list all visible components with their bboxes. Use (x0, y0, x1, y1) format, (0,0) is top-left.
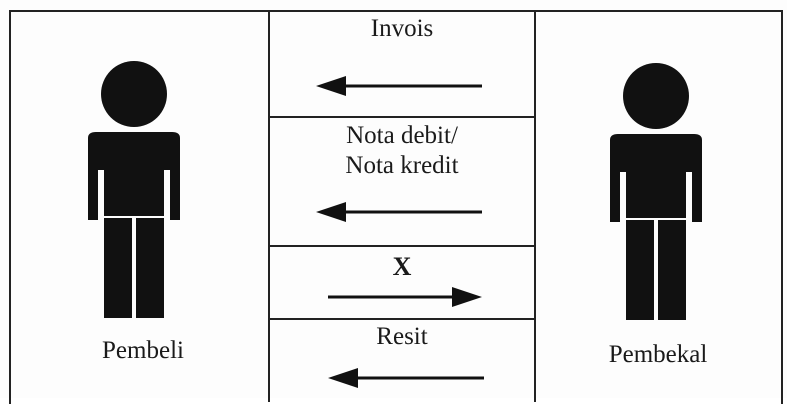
x-arrow-right-icon (328, 287, 482, 307)
left-column-divider (268, 10, 270, 402)
row-divider-1 (268, 116, 536, 118)
buyer-person-icon (88, 61, 180, 318)
receipt-label: Resit (376, 323, 428, 350)
supplier-label: Pembekal (608, 341, 708, 368)
buyer-label: Pembeli (102, 337, 184, 364)
invoice-label: Invois (370, 15, 434, 42)
debit-credit-note-label: Nota debit/ Nota kredit (345, 122, 459, 179)
diagram-frame (9, 10, 783, 404)
row-divider-3 (268, 318, 536, 320)
row-divider-2 (268, 245, 536, 247)
unknown-document-label: X (392, 252, 412, 281)
supplier-person-icon (610, 63, 702, 320)
right-column-divider (534, 10, 536, 402)
note-arrow-left-icon (316, 202, 482, 222)
receipt-arrow-left-icon (328, 368, 484, 388)
invoice-arrow-left-icon (316, 76, 482, 96)
